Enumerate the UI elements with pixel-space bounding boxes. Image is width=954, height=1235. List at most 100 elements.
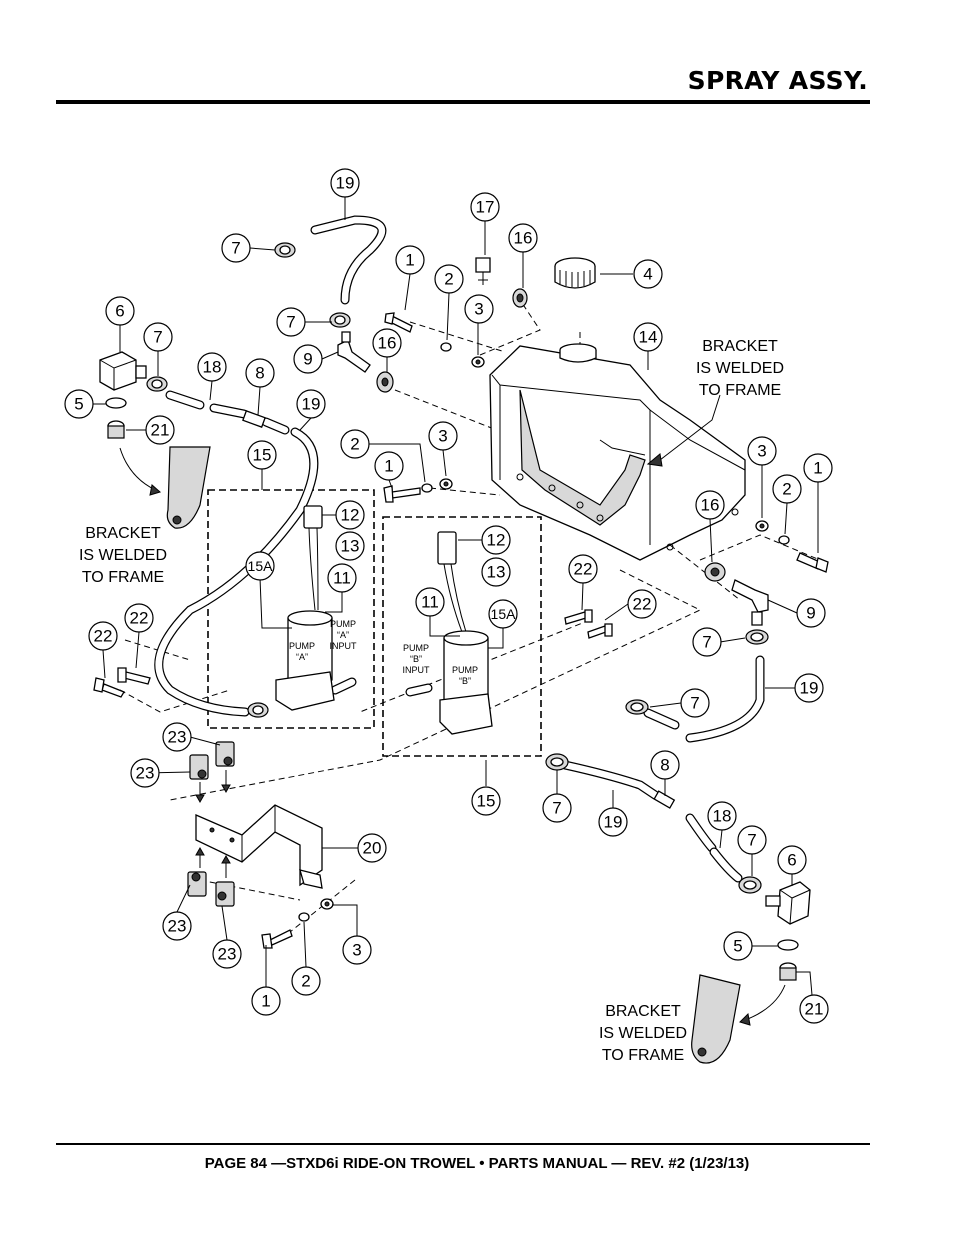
- callout-19-top: 19: [330, 168, 360, 198]
- note-bracket-left: BRACKET IS WELDED TO FRAME: [79, 525, 167, 586]
- callout-13-a: 13: [335, 531, 365, 561]
- callout-18-a: 18: [197, 352, 227, 382]
- callout-5-a: 5: [64, 389, 94, 419]
- clips: [187, 741, 235, 907]
- callout-15-a: 15: [247, 440, 277, 470]
- welded-bracket-left: [166, 446, 211, 529]
- callout-1-d: 1: [251, 986, 281, 1016]
- svg-text:7: 7: [747, 831, 756, 850]
- svg-text:BRACKET: BRACKET: [85, 525, 161, 542]
- callout-7-d: 7: [692, 627, 722, 657]
- svg-text:23: 23: [218, 945, 237, 964]
- svg-text:15: 15: [253, 446, 272, 465]
- svg-text:9: 9: [303, 350, 312, 369]
- callout-23-a: 23: [162, 722, 192, 752]
- svg-text:16: 16: [514, 229, 533, 248]
- pump-b-box: [382, 516, 542, 757]
- svg-text:TO FRAME: TO FRAME: [602, 1047, 684, 1064]
- callout-13-b: 13: [481, 557, 511, 587]
- callout-15-b: 15: [471, 786, 501, 816]
- pump-a: PUMP “A” PUMP “A” INPUT: [275, 505, 358, 711]
- welded-bracket-right: [691, 974, 741, 1064]
- callout-6-b: 6: [777, 845, 807, 875]
- svg-text:1: 1: [261, 992, 270, 1011]
- svg-text:12: 12: [487, 531, 506, 550]
- svg-text:23: 23: [136, 764, 155, 783]
- callout-2-c: 2: [772, 474, 802, 504]
- pump-b-input-2: “B”: [410, 654, 422, 664]
- svg-text:2: 2: [350, 435, 359, 454]
- svg-text:22: 22: [94, 627, 113, 646]
- svg-text:BRACKET: BRACKET: [605, 1003, 681, 1020]
- svg-text:3: 3: [757, 442, 766, 461]
- svg-text:7: 7: [690, 694, 699, 713]
- svg-text:18: 18: [713, 807, 732, 826]
- callout-16-b: 16: [372, 328, 402, 358]
- callout-21-a: 21: [145, 415, 175, 445]
- callout-3-d: 3: [342, 935, 372, 965]
- callouts: 19 17 16 7 1 2 4 3 6 7 7 14 16 9 18 8 5 …: [64, 168, 833, 1024]
- callout-22-b: 22: [627, 589, 657, 619]
- svg-text:22: 22: [574, 560, 593, 579]
- svg-text:7: 7: [702, 633, 711, 652]
- svg-text:2: 2: [782, 480, 791, 499]
- pump-a-input-2: “A”: [337, 630, 349, 640]
- svg-text:6: 6: [787, 851, 796, 870]
- callout-12-a: 12: [335, 500, 365, 530]
- svg-text:5: 5: [74, 395, 83, 414]
- arrow-tank: [659, 394, 721, 461]
- callout-11-a: 11: [327, 563, 357, 593]
- pump-b: PUMP “B” PUMP “B” INPUT: [403, 531, 493, 735]
- callout-4: 4: [633, 259, 663, 289]
- callout-17: 17: [470, 192, 500, 222]
- pump-b-input-3: INPUT: [403, 665, 431, 675]
- arrow-left: [119, 447, 161, 493]
- fittings: [93, 242, 829, 949]
- svg-text:IS WELDED: IS WELDED: [599, 1025, 687, 1042]
- callout-11-b: 11: [415, 587, 445, 617]
- nozzle-right: [765, 881, 811, 981]
- page-title: SPRAY ASSY.: [687, 66, 868, 95]
- callout-7-e: 7: [680, 688, 710, 718]
- svg-text:9: 9: [806, 604, 815, 623]
- pump-a-input-3: INPUT: [330, 641, 358, 651]
- svg-text:23: 23: [168, 728, 187, 747]
- svg-text:23: 23: [168, 917, 187, 936]
- hoses: [154, 215, 765, 883]
- svg-text:5: 5: [733, 937, 742, 956]
- svg-text:TO FRAME: TO FRAME: [699, 382, 781, 399]
- callout-12-b: 12: [481, 525, 511, 555]
- pump-a-input-1: PUMP: [330, 619, 356, 629]
- svg-text:1: 1: [384, 457, 393, 476]
- callout-6-a: 6: [105, 296, 135, 326]
- callout-9-b: 9: [796, 598, 826, 628]
- callout-15a-b: 15A: [488, 599, 518, 629]
- svg-text:3: 3: [352, 941, 361, 960]
- pump-b-name-2: “B”: [459, 676, 471, 686]
- svg-text:15A: 15A: [491, 606, 517, 622]
- callout-7-b: 7: [276, 307, 306, 337]
- callout-16-top: 16: [508, 223, 538, 253]
- callout-7-a: 7: [221, 233, 251, 263]
- callout-2-b: 2: [340, 429, 370, 459]
- svg-text:1: 1: [813, 459, 822, 478]
- callout-2-a: 2: [434, 264, 464, 294]
- callout-16-c: 16: [695, 490, 725, 520]
- pump-a-name-1: PUMP: [289, 641, 315, 651]
- svg-text:8: 8: [660, 756, 669, 775]
- callout-2-d: 2: [291, 966, 321, 996]
- pump-a-name-2: “A”: [296, 652, 308, 662]
- svg-text:7: 7: [286, 313, 295, 332]
- svg-text:19: 19: [336, 174, 355, 193]
- svg-text:4: 4: [643, 265, 652, 284]
- callout-1-b: 1: [374, 451, 404, 481]
- callout-3-c: 3: [747, 436, 777, 466]
- callout-3-a: 3: [464, 294, 494, 324]
- svg-text:11: 11: [333, 569, 351, 588]
- svg-text:13: 13: [487, 563, 506, 582]
- callout-1-c: 1: [803, 453, 833, 483]
- callout-8-b: 8: [650, 750, 680, 780]
- svg-text:2: 2: [301, 972, 310, 991]
- note-bracket-right: BRACKET IS WELDED TO FRAME: [599, 1003, 687, 1064]
